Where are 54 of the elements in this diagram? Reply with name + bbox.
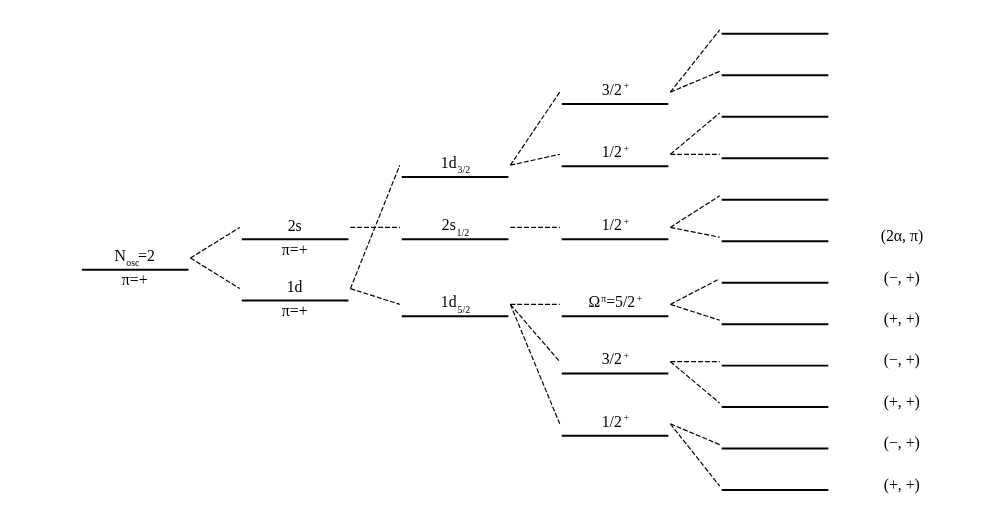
node-bar [720, 198, 829, 201]
connector [669, 361, 720, 404]
node-bar [720, 32, 829, 35]
node-label: (+, +) [883, 392, 920, 410]
node-text: 1d$_{5/2}$ [440, 293, 470, 315]
connector [669, 29, 720, 93]
node-text: 3/2$^{+}$ [601, 80, 629, 98]
node-label: (−, +) [883, 434, 920, 452]
connector [509, 226, 560, 228]
connector [509, 303, 560, 305]
connector [189, 257, 240, 290]
node-text: N$_{osc}$=2 π=+ [113, 246, 155, 289]
node-bar [720, 323, 829, 326]
node-bar [720, 115, 829, 118]
node-bar [720, 281, 829, 284]
connector [669, 226, 720, 238]
node-text: 1/2$^{+}$ [601, 142, 629, 161]
connector [669, 303, 720, 321]
connector [669, 278, 720, 305]
node-label: (+, +) [883, 475, 920, 493]
connector [349, 288, 400, 305]
connector [349, 164, 400, 290]
connector [349, 226, 400, 228]
connector [669, 195, 720, 228]
connector [509, 91, 560, 166]
connector [189, 226, 240, 259]
node-text: 1/2$^{+}$ [601, 412, 629, 430]
connector [669, 361, 720, 363]
connector [509, 153, 560, 166]
node-bar [720, 406, 829, 409]
node-label: (+, +) [883, 309, 920, 327]
connector [669, 423, 720, 446]
connector [509, 303, 560, 425]
node-bar [720, 240, 829, 243]
node-text: 1d π=+ [281, 278, 308, 320]
node-text: 1/2$^{+}$ [601, 215, 629, 234]
node-text: 2s$_{1/2}$ [441, 216, 469, 238]
connector [669, 70, 720, 93]
node-bar [720, 364, 829, 367]
node-text: 2s π=+ [281, 217, 308, 258]
node-bar [720, 74, 829, 77]
connector [669, 423, 720, 487]
node-text: 3/2$^{+}$ [601, 349, 629, 368]
connector [669, 112, 720, 155]
node-label: (−, +) [883, 351, 920, 369]
node-text: Ω$^{π}$=5/2$^{+}$ [587, 292, 642, 311]
node-bar [720, 489, 829, 492]
label: (2α, π) [880, 227, 923, 245]
connector [509, 303, 560, 363]
node-bar [720, 447, 829, 450]
node-text: 1d$_{3/2}$ [440, 153, 470, 176]
connector [669, 153, 720, 155]
node-bar [720, 157, 829, 160]
node-label: (−, +) [883, 268, 920, 286]
